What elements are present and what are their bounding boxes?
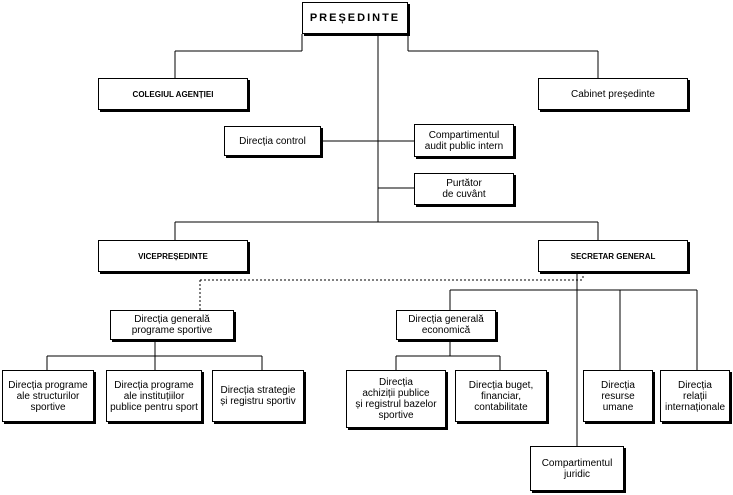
secretar-general-box: SECRETAR GENERAL xyxy=(538,240,688,272)
directia-relatii-internationale-box: Direcția relații internaționale xyxy=(660,370,730,422)
directia-generala-economica-box: Direcția generală economică xyxy=(396,310,496,340)
directia-strategie-box: Direcția strategie și registru sportiv xyxy=(212,370,304,422)
directia-achizitii-box: Direcția achiziții publice și registrul … xyxy=(346,370,446,428)
purtator-de-cuvant-box: Purtător de cuvânt xyxy=(414,173,514,205)
directia-programe-structuri-box: Direcția programe ale structurilor sport… xyxy=(2,370,94,422)
cabinet-presedinte-box: Cabinet președinte xyxy=(538,78,688,110)
vicepresedinte-box: VICEPREȘEDINTE xyxy=(98,240,248,272)
directia-programe-institutii-box: Direcția programe ale instituțiilor publ… xyxy=(106,370,202,422)
directia-control-box: Direcția control xyxy=(224,126,321,156)
directia-resurse-umane-box: Direcția resurse umane xyxy=(583,370,653,422)
colegiul-agentiei-box: COLEGIUL AGENȚIEI xyxy=(98,78,248,110)
directia-generala-programe-box: Direcția generală programe sportive xyxy=(110,310,234,340)
compartimentul-audit-box: Compartimentul audit public intern xyxy=(414,124,514,157)
presedinte-box: PREȘEDINTE xyxy=(302,2,408,34)
directia-buget-box: Direcția buget, financiar, contabilitate xyxy=(455,370,547,422)
compartimentul-juridic-box: Compartimentul juridic xyxy=(530,446,624,491)
